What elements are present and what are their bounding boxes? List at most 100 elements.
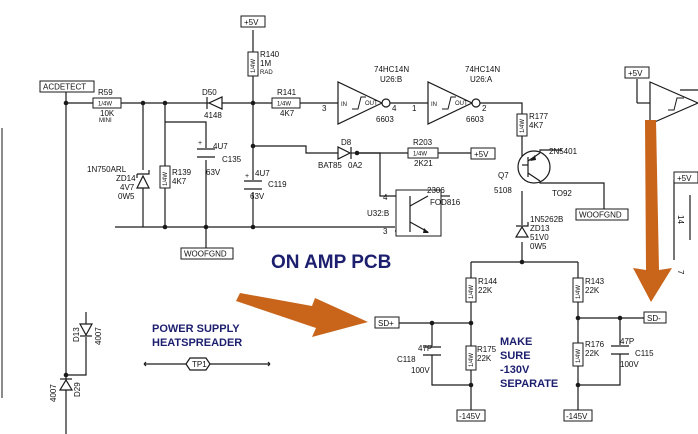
svg-text:R59: R59 (98, 88, 113, 97)
svg-text:IN: IN (341, 102, 347, 108)
svg-text:FOD816: FOD816 (430, 198, 461, 207)
svg-text:C118: C118 (397, 355, 416, 364)
svg-text:WOOFGND: WOOFGND (579, 211, 622, 220)
net-label-sd-plus: SD+ (374, 316, 400, 329)
svg-text:1/4W: 1/4W (576, 349, 582, 363)
resistor-r139: 1/4W R139 4K7 (159, 165, 192, 189)
resistor-r140: 1/4W R140 1M RAD (247, 50, 280, 77)
svg-text:SD-: SD- (647, 314, 661, 323)
svg-text:5108: 5108 (494, 186, 512, 195)
junction-dots (63, 100, 623, 388)
capacitor-c135: + 4U7 C135 63V (197, 140, 242, 177)
svg-text:D8: D8 (341, 138, 352, 147)
svg-text:D13: D13 (72, 327, 81, 342)
svg-text:R141: R141 (277, 88, 297, 97)
svg-text:47P: 47P (620, 337, 634, 346)
zener-zd13: 1N5262B ZD13 51V0 0W5 (514, 215, 563, 251)
svg-text:R177: R177 (529, 112, 549, 121)
resistor-r141: 1/4W R141 4K7 (271, 88, 301, 118)
svg-text:6603: 6603 (466, 115, 484, 124)
capacitor-c115: 47P C115 100V (611, 337, 654, 369)
svg-text:OUT: OUT (365, 101, 378, 107)
heatspreader-label-line2: HEATSPREADER (152, 337, 242, 349)
zener-zd14: 1N750ARL ZD14 4V7 0W5 (87, 165, 150, 201)
svg-text:2K21: 2K21 (414, 159, 433, 168)
svg-text:7: 7 (676, 270, 685, 275)
diode-d13: D13 4007 (72, 323, 103, 345)
net-label-woofgnd-right: WOOFGND (575, 208, 629, 221)
svg-text:3: 3 (383, 227, 388, 236)
net-label-minus145v-right: -145V (563, 409, 593, 422)
svg-text:C135: C135 (222, 155, 242, 164)
make-sure-line2: SURE (500, 350, 531, 362)
svg-text:10K: 10K (100, 109, 115, 118)
svg-text:1/4W: 1/4W (469, 285, 475, 299)
svg-text:22K: 22K (478, 286, 493, 295)
svg-text:1: 1 (412, 104, 417, 113)
svg-text:R176: R176 (585, 340, 605, 349)
svg-text:1/4W: 1/4W (251, 59, 257, 73)
svg-text:4K7: 4K7 (280, 109, 295, 118)
svg-text:TO92: TO92 (552, 189, 572, 198)
svg-text:4V7: 4V7 (120, 183, 135, 192)
arrow-to-sd-minus (633, 120, 672, 302)
svg-text:+: + (245, 173, 249, 180)
inverter-u26a: IN OUT 74HC14N U26:A 1 2 6603 (412, 65, 500, 125)
svg-text:R139: R139 (172, 168, 192, 177)
svg-text:-145V: -145V (566, 412, 588, 421)
svg-text:OUT: OUT (455, 101, 468, 107)
svg-text:2: 2 (482, 104, 487, 113)
svg-text:-145V: -145V (459, 412, 481, 421)
svg-text:R203: R203 (413, 138, 433, 147)
svg-text:ZD14: ZD14 (116, 174, 136, 183)
svg-text:RAD: RAD (260, 70, 273, 76)
resistor-r143: 1/4W R143 22K (572, 277, 605, 303)
svg-text:3: 3 (322, 104, 327, 113)
net-label-acdetect: ACDETECT (39, 80, 95, 93)
svg-text:R144: R144 (478, 277, 498, 286)
svg-text:100V: 100V (620, 360, 639, 369)
svg-text:74HC14N: 74HC14N (374, 65, 409, 74)
svg-text:+5V: +5V (474, 150, 489, 159)
testpoint-tp1: TP1 (143, 357, 271, 371)
make-sure-line4: SEPARATE (500, 378, 558, 390)
resistor-r177: 1/4W R177 4K7 (516, 112, 549, 137)
svg-text:U26:B: U26:B (380, 75, 402, 84)
svg-text:R175: R175 (477, 345, 497, 354)
resistor-r175: 1/4W R175 22K (465, 345, 497, 371)
svg-text:+5V: +5V (677, 174, 692, 183)
svg-text:1/4W: 1/4W (576, 285, 582, 299)
net-label-sd-minus: SD- (643, 311, 667, 324)
svg-text:+: + (198, 140, 202, 147)
svg-text:D29: D29 (73, 382, 82, 397)
svg-text:1/4W: 1/4W (277, 102, 291, 108)
svg-text:4007: 4007 (94, 327, 103, 345)
arrow-to-sd-plus (236, 293, 368, 337)
svg-text:SD+: SD+ (378, 319, 394, 328)
svg-text:R143: R143 (585, 277, 605, 286)
svg-text:C119: C119 (268, 180, 287, 189)
svg-text:IN: IN (431, 102, 437, 108)
inverter-u26b: IN OUT 74HC14N U26:B 3 4 6603 (322, 65, 409, 125)
svg-text:63V: 63V (206, 168, 221, 177)
capacitor-c119: + 4U7 C119 63V (244, 169, 287, 201)
resistor-r203: 1/4W R203 2K21 (407, 138, 439, 168)
svg-text:1/4W: 1/4W (163, 172, 169, 186)
optocoupler-u32b: 2306 FOD816 U32:B 4 3 (367, 186, 461, 237)
svg-text:4: 4 (383, 193, 388, 202)
svg-text:4U7: 4U7 (255, 169, 270, 178)
svg-text:22K: 22K (477, 354, 492, 363)
svg-text:63V: 63V (250, 192, 265, 201)
make-sure-line1: MAKE (500, 336, 532, 348)
resistor-r144: 1/4W R144 22K (465, 277, 498, 303)
svg-text:1/4W: 1/4W (413, 152, 427, 158)
svg-text:WOOFGND: WOOFGND (184, 250, 227, 259)
svg-text:2N5401: 2N5401 (549, 147, 578, 156)
svg-text:47P: 47P (418, 344, 432, 353)
svg-text:U26:A: U26:A (470, 75, 493, 84)
svg-text:22K: 22K (585, 349, 600, 358)
capacitor-c118: 47P C118 100V (397, 344, 441, 375)
svg-text:6603: 6603 (376, 115, 394, 124)
right-gate-fragment: 14 7 (649, 81, 698, 275)
